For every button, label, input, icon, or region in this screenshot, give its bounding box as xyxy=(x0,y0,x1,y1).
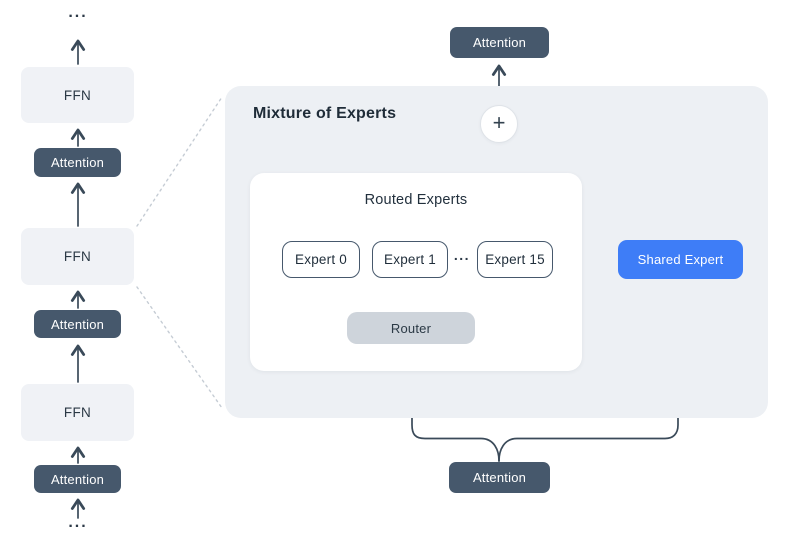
shared-expert-box: Shared Expert xyxy=(618,240,743,279)
attention-label: Attention xyxy=(50,471,105,487)
ffn-label: FFN xyxy=(63,249,92,264)
router-box: Router xyxy=(347,312,475,344)
attention-block: Attention xyxy=(34,465,121,493)
expert-1-box: Expert 1 xyxy=(372,241,448,278)
attention-label: Attention xyxy=(472,470,527,485)
ffn-block: FFN xyxy=(21,67,134,123)
plus-icon: + xyxy=(492,110,506,135)
attention-label: Attention xyxy=(50,316,105,332)
stack-ellipsis-top: ... xyxy=(68,4,88,21)
attention-block: Attention xyxy=(34,310,121,338)
ffn-label: FFN xyxy=(63,87,92,103)
attention-label: Attention xyxy=(50,155,105,170)
experts-ellipsis: ... xyxy=(453,246,471,263)
stack-ellipsis-bottom: ... xyxy=(68,514,88,531)
attention-top-box: Attention xyxy=(450,27,549,58)
ffn-label: FFN xyxy=(63,405,92,420)
dotted-zoom-lines xyxy=(136,96,223,409)
ffn-block: FFN xyxy=(21,384,134,441)
attention-label: Attention xyxy=(472,35,527,50)
router-label: Router xyxy=(390,320,432,336)
ffn-block-expanded: FFN xyxy=(21,228,134,285)
moe-panel-title: Mixture of Experts xyxy=(253,105,397,122)
expert-1-label: Expert 1 xyxy=(384,252,436,267)
expert-0-label: Expert 0 xyxy=(295,252,347,267)
shared-expert-label: Shared Expert xyxy=(637,252,724,267)
expert-15-box: Expert 15 xyxy=(477,241,553,278)
routed-experts-title: Routed Experts xyxy=(364,192,468,208)
attention-bottom-box: Attention xyxy=(449,462,550,493)
expert-15-label: Expert 15 xyxy=(485,252,545,267)
attention-block: Attention xyxy=(34,148,121,177)
sum-node: + xyxy=(480,105,518,143)
expert-0-box: Expert 0 xyxy=(282,241,360,278)
